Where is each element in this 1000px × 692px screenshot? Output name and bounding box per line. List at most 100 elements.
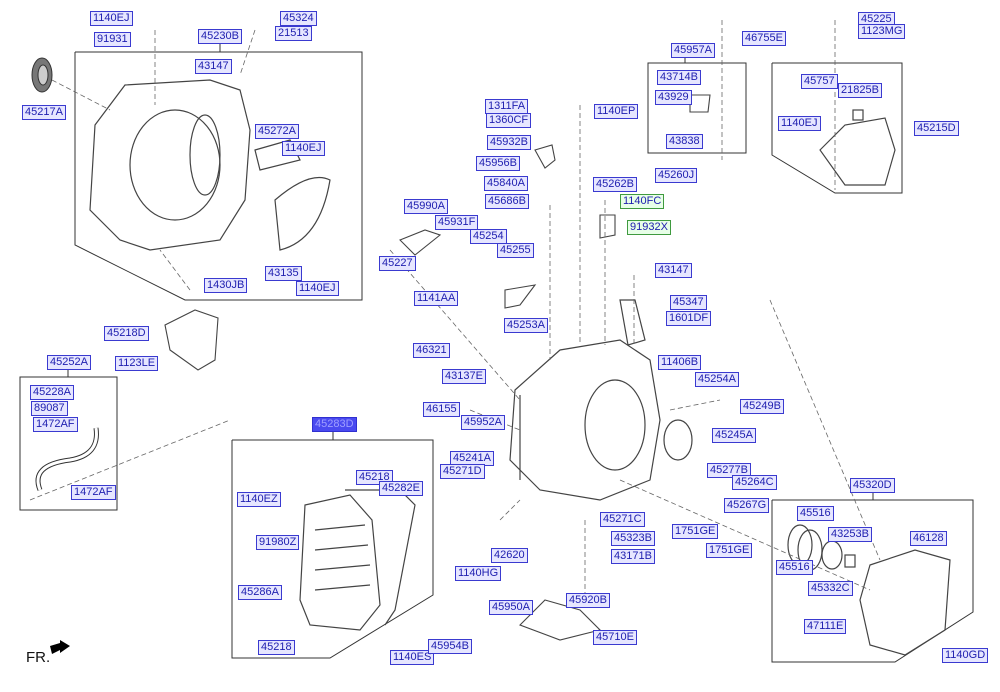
part-label-43838[interactable]: 43838 xyxy=(666,134,703,149)
part-label-21825B[interactable]: 21825B xyxy=(838,83,882,98)
part-label-45245A[interactable]: 45245A xyxy=(712,428,756,443)
part-label-43929[interactable]: 43929 xyxy=(655,90,692,105)
part-label-43147[interactable]: 43147 xyxy=(195,59,232,74)
part-label-45516[interactable]: 45516 xyxy=(797,506,834,521)
dashed-leader-lines xyxy=(29,20,881,600)
part-label-1140EJ-3[interactable]: 1140EJ xyxy=(296,281,339,296)
part-label-45757[interactable]: 45757 xyxy=(801,74,838,89)
part-label-45283D-highlighted[interactable]: 45283D xyxy=(312,417,357,432)
part-label-45215D[interactable]: 45215D xyxy=(914,121,959,136)
part-label-45227[interactable]: 45227 xyxy=(379,256,416,271)
front-direction-arrow-icon xyxy=(50,640,70,654)
part-label-91980Z[interactable]: 91980Z xyxy=(256,535,300,550)
part-label-1751GE-2[interactable]: 1751GE xyxy=(706,543,753,558)
part-label-1140EJ-2[interactable]: 1140EJ xyxy=(282,141,325,156)
part-label-42620[interactable]: 42620 xyxy=(491,548,528,563)
part-label-45957A[interactable]: 45957A xyxy=(671,43,715,58)
part-label-45267G[interactable]: 45267G xyxy=(724,498,770,513)
part-label-45932B[interactable]: 45932B xyxy=(487,135,531,150)
part-label-45323B[interactable]: 45323B xyxy=(611,531,655,546)
part-label-45252A[interactable]: 45252A xyxy=(47,355,91,370)
part-label-45686B[interactable]: 45686B xyxy=(485,194,529,209)
part-label-45277B[interactable]: 45277B xyxy=(707,463,751,478)
mount-bracket-drawing xyxy=(819,109,896,186)
part-label-1360CF[interactable]: 1360CF xyxy=(486,113,532,128)
part-label-1430JB[interactable]: 1430JB xyxy=(204,278,248,293)
part-label-46155[interactable]: 46155 xyxy=(423,402,460,417)
part-label-45272A[interactable]: 45272A xyxy=(255,124,299,139)
part-label-46128[interactable]: 46128 xyxy=(910,531,947,546)
part-label-45218[interactable]: 45218 xyxy=(356,470,393,485)
part-label-43171B[interactable]: 43171B xyxy=(611,549,655,564)
part-label-45262B[interactable]: 45262B xyxy=(593,177,637,192)
part-label-45271D[interactable]: 45271D xyxy=(440,464,485,479)
part-label-1140FC[interactable]: 1140FC xyxy=(620,194,665,209)
part-label-89087[interactable]: 89087 xyxy=(31,401,68,416)
part-label-45990A[interactable]: 45990A xyxy=(404,199,448,214)
part-label-45254A[interactable]: 45254A xyxy=(695,372,739,387)
part-label-45920B[interactable]: 45920B xyxy=(566,593,610,608)
part-label-45271C[interactable]: 45271C xyxy=(600,512,645,527)
part-label-45225[interactable]: 45225 xyxy=(858,12,895,27)
part-label-45230B[interactable]: 45230B xyxy=(198,29,242,44)
part-label-45710E[interactable]: 45710E xyxy=(593,630,637,645)
part-label-45264C[interactable]: 45264C xyxy=(732,475,777,490)
part-label-45332C[interactable]: 45332C xyxy=(808,581,853,596)
part-label-45956B[interactable]: 45956B xyxy=(476,156,520,171)
part-label-1472AF-2[interactable]: 1472AF xyxy=(71,485,116,500)
part-label-1123MG[interactable]: 1123MG xyxy=(858,24,906,39)
part-label-45347[interactable]: 45347 xyxy=(670,295,707,310)
part-label-45260J[interactable]: 45260J xyxy=(655,168,698,183)
part-label-43135[interactable]: 43135 xyxy=(265,266,302,281)
part-label-43137E[interactable]: 43137E xyxy=(442,369,486,384)
part-label-47111E[interactable]: 47111E xyxy=(804,619,847,634)
part-label-45254[interactable]: 45254 xyxy=(470,229,507,244)
part-label-21513[interactable]: 21513 xyxy=(275,26,312,41)
part-label-91931[interactable]: 91931 xyxy=(94,32,131,47)
oil-pan-group-box xyxy=(231,439,434,659)
part-label-46755E[interactable]: 46755E xyxy=(742,31,786,46)
part-label-45840A[interactable]: 45840A xyxy=(484,176,528,191)
part-label-45228A[interactable]: 45228A xyxy=(30,385,74,400)
part-label-43714B[interactable]: 43714B xyxy=(657,70,701,85)
part-label-11406B[interactable]: 11406B xyxy=(658,355,702,370)
oil-pan-drawing xyxy=(299,489,416,631)
part-label-1141AA[interactable]: 1141AA xyxy=(414,291,459,306)
part-label-1140EJ[interactable]: 1140EJ xyxy=(90,11,133,26)
part-label-45950A[interactable]: 45950A xyxy=(489,600,533,615)
rear-cover-group-box xyxy=(771,499,974,663)
part-label-43147-2[interactable]: 43147 xyxy=(655,263,692,278)
part-label-1140EJ-4[interactable]: 1140EJ xyxy=(778,116,821,131)
part-label-91932X[interactable]: 91932X xyxy=(627,220,671,235)
front-direction-marker: FR. xyxy=(26,649,51,666)
part-label-45324[interactable]: 45324 xyxy=(280,11,317,26)
bell-housing-drawing xyxy=(89,79,331,251)
part-label-45320D[interactable]: 45320D xyxy=(850,478,895,493)
part-label-45516-2[interactable]: 45516 xyxy=(776,560,813,575)
part-label-1601DF[interactable]: 1601DF xyxy=(666,311,712,326)
part-label-45286A[interactable]: 45286A xyxy=(238,585,282,600)
part-label-45249B[interactable]: 45249B xyxy=(740,399,784,414)
part-label-1751GE[interactable]: 1751GE xyxy=(672,524,719,539)
part-label-45282E[interactable]: 45282E xyxy=(379,481,423,496)
shift-lever-drawing xyxy=(399,94,711,641)
part-label-1472AF[interactable]: 1472AF xyxy=(33,417,78,432)
part-label-45253A[interactable]: 45253A xyxy=(504,318,548,333)
part-label-1140EP[interactable]: 1140EP xyxy=(594,104,639,119)
part-label-1123LE[interactable]: 1123LE xyxy=(115,356,159,371)
part-label-45217A[interactable]: 45217A xyxy=(22,105,66,120)
part-label-45954B[interactable]: 45954B xyxy=(428,639,472,654)
part-label-45931F[interactable]: 45931F xyxy=(435,215,479,230)
part-label-1140ES[interactable]: 1140ES xyxy=(390,650,435,665)
part-label-45218-2[interactable]: 45218 xyxy=(258,640,295,655)
part-label-45255[interactable]: 45255 xyxy=(497,243,534,258)
part-label-46321[interactable]: 46321 xyxy=(413,343,450,358)
part-label-1140GD[interactable]: 1140GD xyxy=(942,648,989,663)
part-label-1140HG[interactable]: 1140HG xyxy=(455,566,502,581)
part-label-45218D[interactable]: 45218D xyxy=(104,326,149,341)
part-label-1140EZ[interactable]: 1140EZ xyxy=(237,492,281,507)
part-label-43253B[interactable]: 43253B xyxy=(828,527,872,542)
part-label-1311FA[interactable]: 1311FA xyxy=(485,99,529,114)
part-label-45952A[interactable]: 45952A xyxy=(461,415,505,430)
